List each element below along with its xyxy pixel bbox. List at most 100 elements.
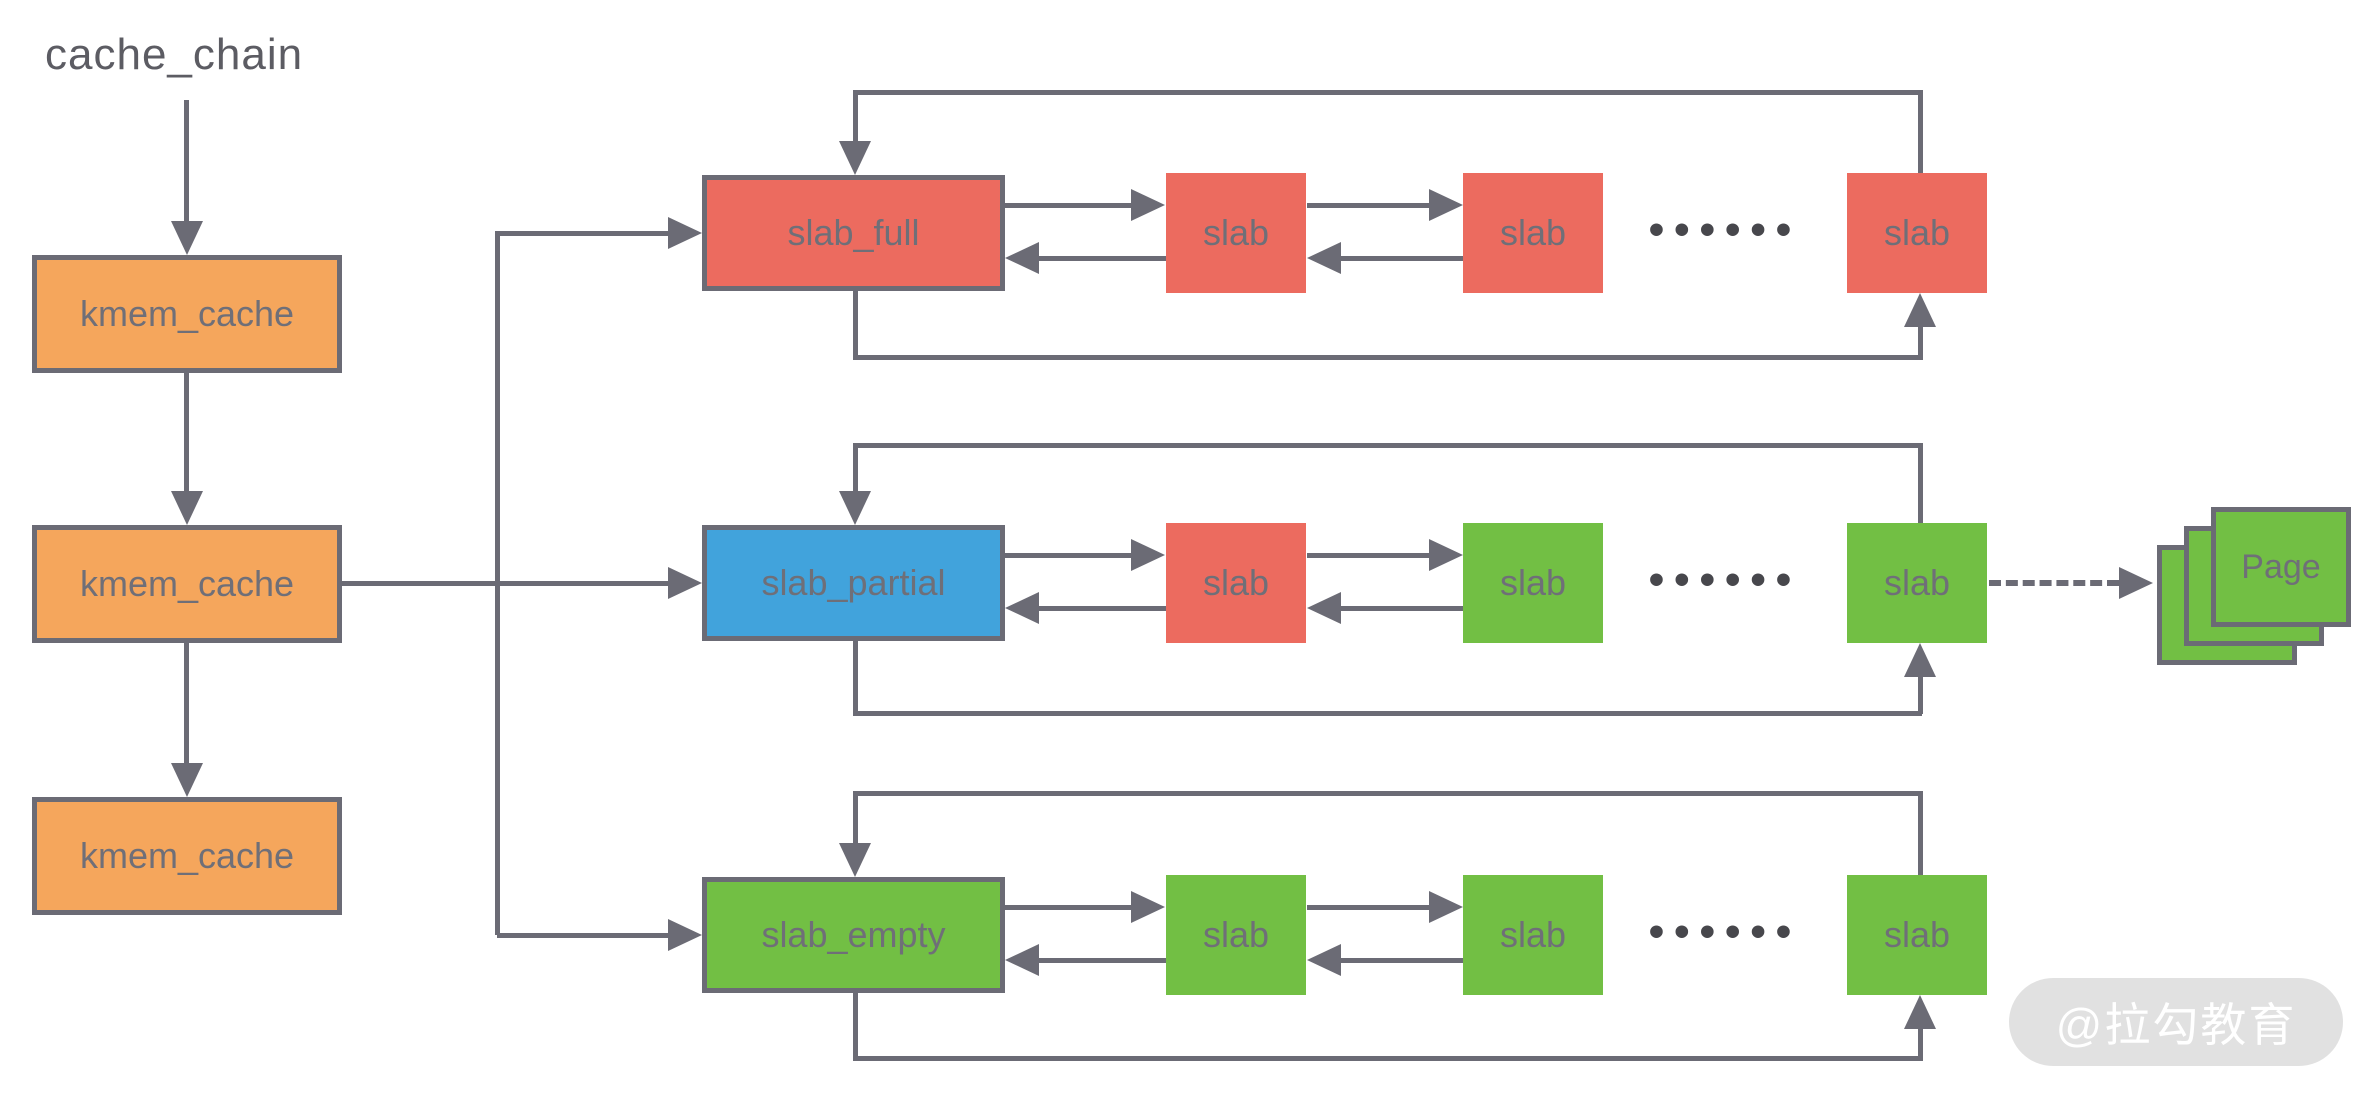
kmem-cache-box-3: kmem_cache — [32, 797, 342, 915]
row3-slab-2: slab — [1463, 875, 1603, 995]
kmem-cache-label-1: kmem_cache — [79, 293, 295, 334]
row3-prev-arrow-1-icon — [1005, 944, 1039, 976]
row3-prev-arrow-2-icon — [1307, 944, 1341, 976]
row1-loop-bottom-arrow-icon — [1904, 293, 1936, 327]
kmem-cache-label-2: kmem_cache — [79, 563, 295, 604]
row1-next-arrow-2-icon — [1429, 189, 1463, 221]
row1-loop-bottom-line — [853, 355, 1922, 360]
row1-loop-top-line — [853, 90, 1922, 95]
branch-line-middle — [342, 581, 668, 586]
row1-loop-top-riser — [1918, 90, 1923, 173]
chain-arrow-line-3 — [184, 643, 189, 765]
row1-next-arrow-1-icon — [1131, 189, 1165, 221]
branch-arrow-top-icon — [668, 217, 702, 249]
row2-loop-bottom-riser — [1918, 677, 1923, 714]
slab-partial-box: slab_partial — [702, 525, 1005, 641]
row3-loop-bottom-riser — [1918, 1029, 1923, 1061]
row1-ellipsis-dots: •••••• — [1648, 205, 1802, 254]
row2-loop-top-riser — [1918, 443, 1923, 523]
row2-prev-arrow-2-icon — [1307, 592, 1341, 624]
branch-line-top — [497, 231, 668, 236]
slab-label: slab — [1883, 562, 1951, 603]
slab-label: slab — [1499, 562, 1567, 603]
row2-next-line-2 — [1307, 553, 1429, 558]
watermark-badge: @拉勾教育 — [2009, 978, 2343, 1066]
page-title: cache_chain — [45, 30, 304, 79]
row2-prev-line-2 — [1341, 606, 1463, 611]
watermark-text: @拉勾教育 — [2055, 999, 2297, 1051]
row3-next-line-2 — [1307, 905, 1429, 910]
row3-ellipsis-dots: •••••• — [1648, 907, 1802, 956]
row2-slab-2: slab — [1463, 523, 1603, 643]
branch-arrow-middle-icon — [668, 567, 702, 599]
branch-trunk-line — [495, 231, 500, 935]
row2-ellipsis-dots: •••••• — [1648, 555, 1802, 604]
kmem-cache-label-3: kmem_cache — [79, 835, 295, 876]
row1-prev-arrow-2-icon — [1307, 242, 1341, 274]
slab-label: slab — [1202, 562, 1270, 603]
slab-label: slab — [1883, 212, 1951, 253]
row3-slab-1: slab — [1166, 875, 1306, 995]
chain-arrow-line-1 — [184, 100, 189, 223]
row1-loop-bottom-drop — [853, 291, 858, 359]
row2-slab-1: slab — [1166, 523, 1306, 643]
branch-arrow-bottom-icon — [668, 919, 702, 951]
row2-next-line-1 — [1005, 553, 1133, 558]
row3-loop-bottom-line — [853, 1056, 1922, 1061]
slab-label: slab — [1883, 914, 1951, 955]
row1-slab-3: slab — [1847, 173, 1987, 293]
chain-arrow-line-2 — [184, 373, 189, 493]
row2-loop-bottom-drop — [853, 641, 858, 715]
chain-arrow-head-1-icon — [171, 221, 203, 255]
row3-loop-top-arrow-icon — [839, 843, 871, 877]
row3-next-arrow-1-icon — [1131, 891, 1165, 923]
row2-next-arrow-2-icon — [1429, 539, 1463, 571]
row3-prev-line-1 — [1039, 958, 1166, 963]
row1-next-line-2 — [1307, 203, 1429, 208]
row1-loop-top-drop — [853, 90, 858, 141]
row1-loop-top-arrow-icon — [839, 141, 871, 175]
slab-full-label: slab_full — [787, 212, 920, 253]
row3-loop-bottom-drop — [853, 993, 858, 1060]
row2-slab-3: slab — [1847, 523, 1987, 643]
slab-label: slab — [1499, 914, 1567, 955]
page-dashed-arrow-icon — [2119, 567, 2153, 599]
slab-empty-label: slab_empty — [761, 914, 946, 955]
row3-loop-bottom-arrow-icon — [1904, 995, 1936, 1029]
page-label: Page — [2241, 547, 2321, 586]
slab-label: slab — [1202, 212, 1270, 253]
row2-loop-top-arrow-icon — [839, 491, 871, 525]
row2-loop-bottom-line — [853, 711, 1922, 716]
row3-prev-line-2 — [1341, 958, 1463, 963]
slab-label: slab — [1202, 914, 1270, 955]
slab-label: slab — [1499, 212, 1567, 253]
row3-next-line-1 — [1005, 905, 1133, 910]
row3-loop-top-riser — [1918, 791, 1923, 875]
row1-next-line-1 — [1005, 203, 1133, 208]
row2-next-arrow-1-icon — [1131, 539, 1165, 571]
page-square-front: Page — [2211, 507, 2351, 627]
kmem-cache-box-1: kmem_cache — [32, 255, 342, 373]
row3-next-arrow-2-icon — [1429, 891, 1463, 923]
slab-empty-box: slab_empty — [702, 877, 1005, 993]
row2-prev-line-1 — [1039, 606, 1166, 611]
kmem-cache-box-2: kmem_cache — [32, 525, 342, 643]
row3-loop-top-line — [853, 791, 1922, 796]
slab-partial-label: slab_partial — [761, 562, 946, 603]
row1-slab-1: slab — [1166, 173, 1306, 293]
row1-slab-2: slab — [1463, 173, 1603, 293]
row1-prev-line-2 — [1341, 256, 1463, 261]
row2-prev-arrow-1-icon — [1005, 592, 1039, 624]
row1-loop-bottom-riser — [1918, 327, 1923, 360]
branch-line-bottom — [497, 933, 668, 938]
row2-loop-bottom-arrow-icon — [1904, 643, 1936, 677]
row2-loop-top-drop — [853, 443, 858, 491]
page-dashed-line — [1989, 580, 2119, 586]
row1-prev-line-1 — [1039, 256, 1166, 261]
row1-prev-arrow-1-icon — [1005, 242, 1039, 274]
chain-arrow-head-2-icon — [171, 491, 203, 525]
row2-loop-top-line — [853, 443, 1922, 448]
row3-slab-3: slab — [1847, 875, 1987, 995]
slab-full-box: slab_full — [702, 175, 1005, 291]
